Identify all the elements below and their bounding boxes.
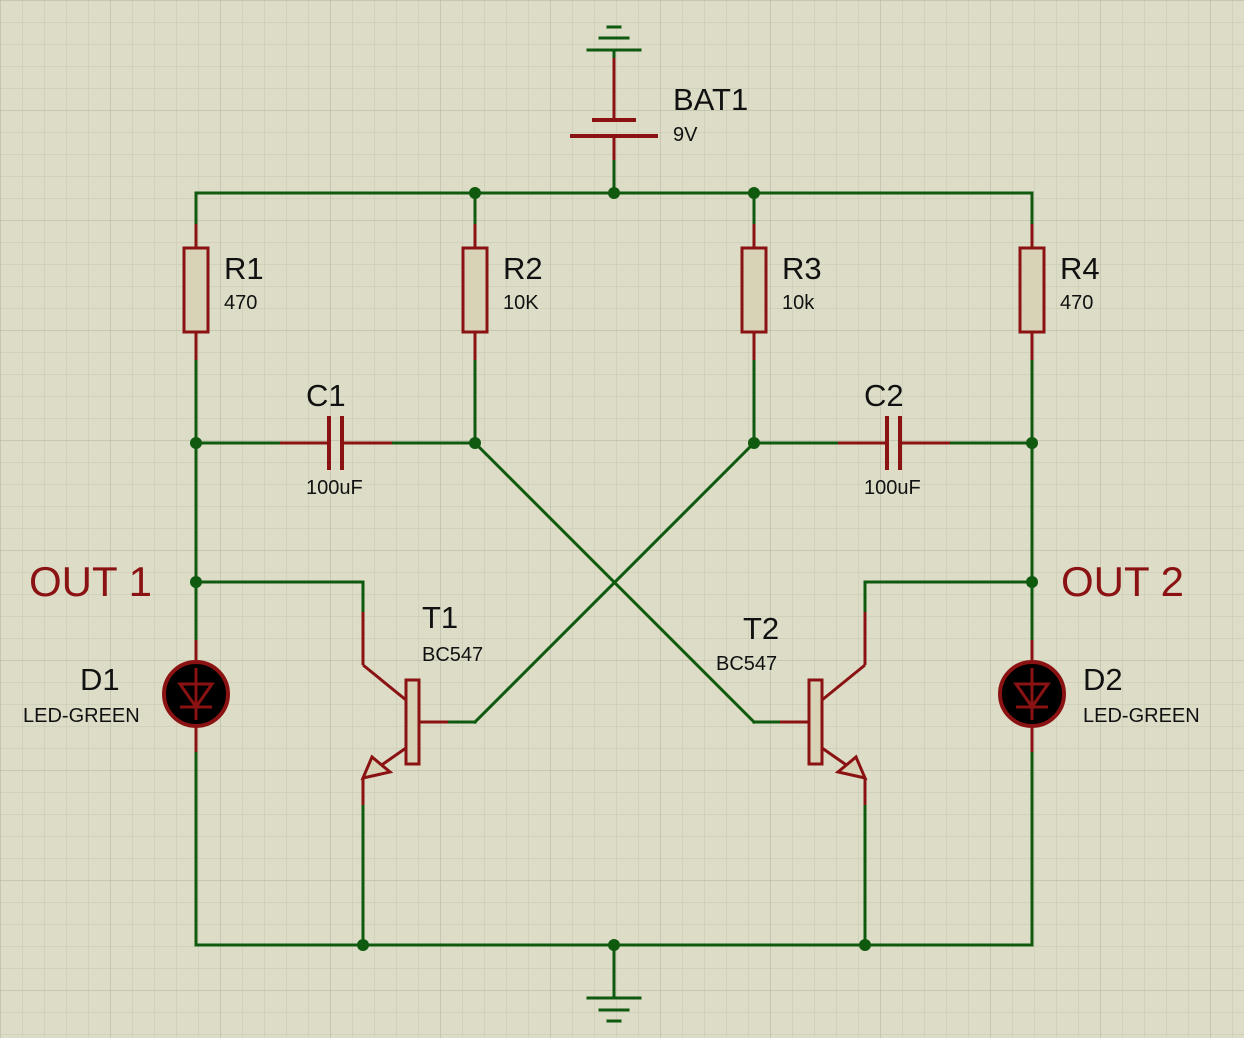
out2-label: OUT 2 (1061, 558, 1184, 605)
resistor-r3[interactable]: R3 10k (740, 224, 822, 360)
out1-label: OUT 1 (29, 558, 152, 605)
c2-value: 100uF (864, 477, 921, 499)
r3-value: 10k (782, 292, 815, 314)
resistor-r2[interactable]: R2 10K (461, 224, 543, 360)
d1-ref: D1 (80, 662, 120, 697)
d1-value: LED-GREEN (23, 705, 140, 727)
r4-value: 470 (1060, 292, 1093, 314)
transistor-t1[interactable]: T1 BC547 (360, 600, 483, 805)
r2-value: 10K (503, 292, 539, 314)
t2-ref: T2 (743, 611, 779, 646)
bat1-value: 9V (673, 124, 698, 146)
d2-ref: D2 (1083, 662, 1123, 697)
d2-value: LED-GREEN (1083, 705, 1200, 727)
t1-value: BC547 (422, 644, 483, 666)
c1-value: 100uF (306, 477, 363, 499)
c2-ref: C2 (864, 378, 904, 413)
r3-ref: R3 (782, 251, 822, 286)
junctions (190, 187, 1038, 951)
battery-bat1[interactable]: BAT1 9V (570, 25, 748, 160)
capacitor-c1[interactable]: C1 100uF (280, 378, 392, 499)
capacitor-c2[interactable]: C2 100uF (838, 378, 950, 499)
led-d1[interactable]: D1 LED-GREEN (23, 640, 230, 752)
t1-ref: T1 (422, 600, 458, 635)
resistor-r1[interactable]: R1 470 (182, 224, 264, 360)
ground-symbol (586, 973, 642, 1023)
transistor-t2[interactable]: T2 BC547 (716, 611, 868, 805)
c1-ref: C1 (306, 378, 346, 413)
led-d2[interactable]: D2 LED-GREEN (998, 640, 1200, 752)
resistor-r4[interactable]: R4 470 (1018, 224, 1100, 360)
r2-ref: R2 (503, 251, 543, 286)
bat1-ref: BAT1 (673, 82, 748, 117)
r1-value: 470 (224, 292, 257, 314)
r1-ref: R1 (224, 251, 264, 286)
t2-value: BC547 (716, 653, 777, 675)
r4-ref: R4 (1060, 251, 1100, 286)
